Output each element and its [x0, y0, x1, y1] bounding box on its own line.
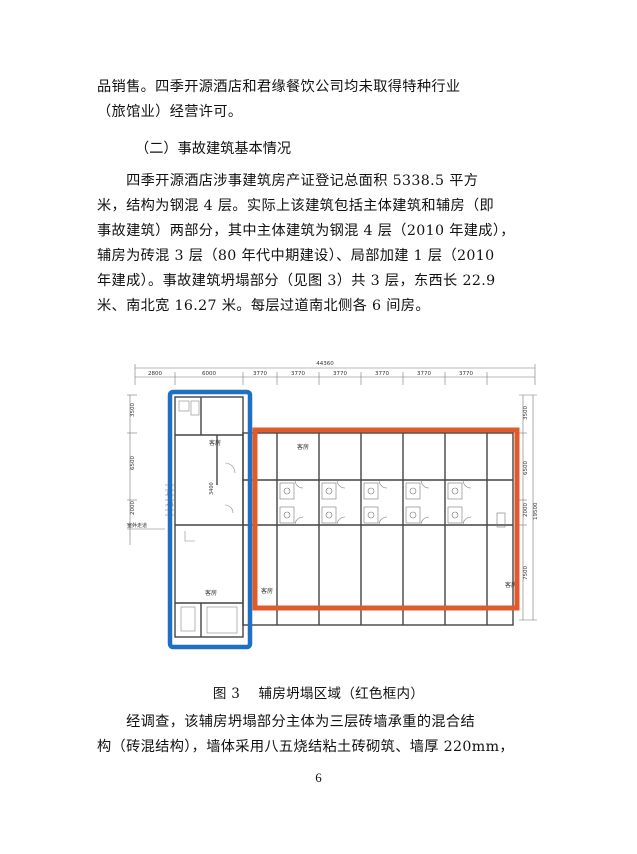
- dim-label: 3770: [253, 371, 267, 377]
- dim-label: 6500: [523, 461, 529, 475]
- text-line: 四季开源酒店涉事建筑房产证登记总面积 5338.5 平方: [97, 173, 479, 189]
- dim-label: 6000: [202, 371, 216, 377]
- figure-caption: 图 3 辅房坍塌区域（红色框内）: [212, 686, 425, 702]
- text-line: 辅房为砖混 3 层（80 年代中期建设）、局部加建 1 层（2010: [97, 248, 495, 264]
- dim-label: 7500: [523, 566, 529, 580]
- section-heading: （二）事故建筑基本情况: [135, 141, 292, 157]
- text-line: 品销售。四季开源酒店和君缘餐饮公司均未取得特种行业: [97, 79, 461, 95]
- room-label: 客房: [205, 589, 217, 597]
- blue-highlight-box: [167, 389, 253, 650]
- left-wing-walls: [174, 396, 244, 638]
- dim-label: 19500: [533, 502, 539, 520]
- top-dimension-labels: 2800 6000 3770 3770 3770 3770 3770 3770: [148, 371, 473, 377]
- dim-label: 3770: [333, 371, 347, 377]
- text-line: 年建成）。事故建筑坍塌部分（见图 3）共 3 层，东西长 22.9: [97, 273, 496, 289]
- page-number: 6: [315, 770, 322, 785]
- right-dimension-lines: [519, 394, 537, 621]
- text-line: 米，结构为钢混 4 层。实际上该建筑包括主体建筑和辅房（即: [97, 198, 495, 214]
- text-line: （旅馆业）经营许可。: [97, 104, 243, 120]
- text-line: 事故建筑）两部分，其中主体建筑为钢混 4 层（2010 年建成），: [97, 223, 515, 239]
- dim-label: 3500: [523, 406, 529, 420]
- total-dimension: 44360: [316, 361, 334, 367]
- dim-label: 2000: [130, 501, 136, 515]
- dim-label: 3770: [417, 371, 431, 377]
- dim-label: 3770: [375, 371, 389, 377]
- corridor-width: 3400: [209, 482, 215, 495]
- paragraph-1: 品销售。四季开源酒店和君缘餐饮公司均未取得特种行业 （旅馆业）经营许可。: [97, 75, 542, 125]
- room-label: 客房: [209, 439, 221, 447]
- dim-label: 3770: [291, 371, 305, 377]
- room-label: 客房: [297, 443, 309, 451]
- left-note: 室外走道: [127, 522, 147, 529]
- text-line: 经调查，该辅房坍塌部分主体为三层砖墙承重的混合结: [97, 714, 475, 730]
- paragraph-3: 经调查，该辅房坍塌部分主体为三层砖墙承重的混合结 构（砖混结构），墙体采用八五烧…: [97, 710, 542, 760]
- dim-label: 3500: [130, 403, 136, 417]
- dim-label: 6500: [130, 456, 136, 470]
- floor-plan-figure: 44360 2800 6000 3770 3770 3770 3770 3770…: [127, 361, 539, 650]
- east-windows: [496, 512, 506, 528]
- left-dimension-labels: 3500 6500 2000: [130, 403, 136, 515]
- text-line: 构（砖混结构），墙体采用八五烧结粘土砖砌筑、墙厚 220mm，: [97, 739, 514, 755]
- left-dimension-lines: [127, 394, 137, 545]
- room-label: 客房: [261, 587, 273, 595]
- red-collapse-area-box: [252, 427, 520, 611]
- room-labels: 客房 客房 客房: [261, 443, 517, 595]
- left-wing-fixtures: [178, 400, 238, 634]
- dim-label: 2000: [523, 503, 529, 517]
- guest-room-block-walls: [242, 432, 514, 626]
- paragraph-2: 四季开源酒店涉事建筑房产证登记总面积 5338.5 平方 米，结构为钢混 4 层…: [97, 169, 542, 319]
- top-dimension-lines: [134, 364, 536, 385]
- dim-label: 3770: [459, 371, 473, 377]
- right-dimension-labels: 3500 6500 2000 7500 19500: [523, 406, 539, 580]
- room-label: 客房: [505, 581, 517, 589]
- text-line: 米、南北宽 16.27 米。每层过道南北侧各 6 间房。: [97, 298, 430, 314]
- bathroom-fixtures: [279, 479, 472, 526]
- dim-label: 2800: [148, 371, 162, 377]
